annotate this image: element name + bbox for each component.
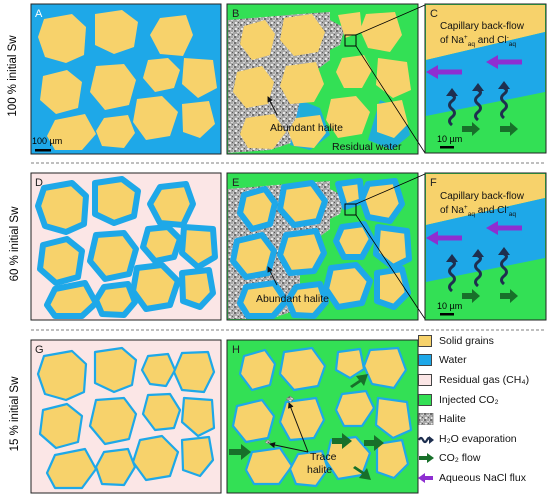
legend-label: Aqueous NaCl flux [439,471,526,484]
row-label-1: 100 % initial Sw [7,35,19,117]
abundant-halite-label-e: Abundant halite [256,293,329,305]
panel-h [226,339,419,494]
row-label-3: 15 % initial Sw [9,376,21,452]
purple-arrow-icon [418,472,433,483]
residual-water-label: Residual water [332,141,402,153]
panel-letter-g: G [35,344,44,356]
panel-g [30,339,222,494]
panel-letter-b: B [232,8,239,20]
panel-letter-a: A [35,8,43,20]
panel-c [424,3,547,154]
legend-label: Solid grains [439,334,494,347]
panel-e [226,172,426,321]
legend-item-residual-gas: Residual gas (CH₄) [418,370,550,390]
legend-label: CO₂ flow [439,452,481,465]
legend: Solid grains Water Residual gas (CH₄) In… [418,331,550,488]
green-arrow-icon [419,453,434,464]
injected-co2-swatch [418,393,432,406]
panel-d [30,172,222,321]
panel-letter-d: D [35,177,43,189]
abundant-halite-label-b: Abundant halite [270,122,343,134]
panel-f [424,172,547,321]
legend-item-halite: Halite [418,409,550,429]
capillary-label-c-line2: of Na+aq and Cl-aq [440,34,516,48]
panel-letter-c: C [430,8,438,20]
legend-label: Residual gas (CH₄) [439,373,530,386]
trace-halite-label-line1: Trace [310,451,337,463]
legend-item-nacl-flux: Aqueous NaCl flux [418,468,550,488]
panel-a [30,3,222,155]
panel-letter-e: E [232,177,239,189]
panel-letter-f: F [430,177,437,189]
row-label-2: 60 % initial Sw [9,206,21,282]
legend-item-h2o-evaporation: H₂O evaporation [418,429,550,449]
scale-bar-label-c: 10 µm [437,134,462,144]
legend-label: Injected CO₂ [439,393,499,406]
legend-item-co2-flow: CO₂ flow [418,449,550,469]
legend-label: Halite [439,413,466,426]
halite-texture-icon [418,413,434,426]
trace-halite-label-line2: halite [307,464,332,476]
legend-item-solid-grains: Solid grains [418,331,550,351]
capillary-label-f-line1: Capillary back-flow [440,191,525,202]
legend-item-water: Water [418,351,550,371]
scale-bar-label-a: 100 µm [32,136,62,146]
residual-gas-swatch [418,373,432,386]
legend-label: Water [439,354,467,367]
legend-label: H₂O evaporation [439,432,517,445]
capillary-label-f-line2: of Na+aq and Cl-aq [440,204,516,218]
water-swatch [418,354,432,367]
capillary-label-c-line1: Capillary back-flow [440,21,525,32]
scale-bar-label-f: 10 µm [437,301,462,311]
panel-b [226,3,426,155]
solid-grains-swatch [418,334,432,347]
wavy-arrow-icon [418,435,434,444]
panel-letter-h: H [232,344,240,356]
legend-item-injected-co2: Injected CO₂ [418,390,550,410]
